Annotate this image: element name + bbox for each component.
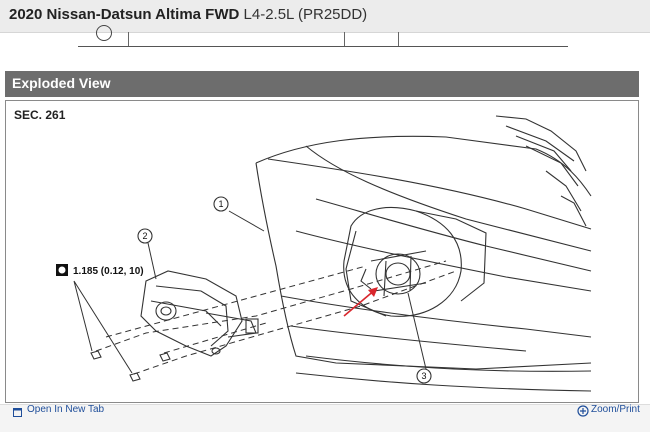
screw (90, 350, 102, 360)
torque-spec: 1.185 (0.12, 10) (73, 266, 144, 277)
callout-2-circle (137, 228, 153, 244)
callout-2: 2 (142, 231, 147, 241)
torque-leader (73, 280, 133, 374)
diagram-panel (5, 100, 639, 403)
callout-3: 3 (421, 371, 426, 381)
vehicle-heading: 2020 Nissan-Datsun Altima FWD L4-2.5L (P… (9, 6, 367, 23)
screw (129, 372, 141, 382)
fog-lamp-opening (343, 207, 462, 317)
table-divider (398, 32, 399, 46)
callout-1: 1 (218, 199, 223, 209)
callout-1-circle (213, 196, 229, 212)
exploded-view-diagram[interactable]: 1 2 3 1.185 (0.12, 10) (6, 101, 638, 402)
zoom-plus-icon[interactable] (577, 405, 589, 417)
leader-line-3 (407, 292, 427, 370)
zoom-print-link[interactable]: Zoom/Print (591, 404, 640, 415)
leader-line-1 (228, 210, 265, 232)
fog-lamp-bulb (375, 253, 421, 295)
footer-bar (0, 404, 650, 432)
screw (159, 352, 171, 362)
vehicle-title: 2020 Nissan-Datsun Altima FWD (9, 6, 240, 23)
partial-table-row (78, 25, 568, 47)
bumper-fascia (255, 135, 592, 197)
table-divider (128, 32, 129, 46)
section-header: Exploded View (5, 71, 639, 97)
leader-line-2 (147, 242, 157, 280)
partial-circle-icon (96, 25, 112, 41)
fog-lamp-housing (140, 270, 243, 357)
open-new-tab-icon[interactable] (13, 407, 23, 417)
callout-3-circle (416, 368, 432, 384)
engine-label: L4-2.5L (PR25DD) (243, 6, 368, 23)
section-title: Exploded View (12, 75, 111, 91)
red-indicator-arrow (343, 287, 378, 317)
section-code: SEC. 261 (14, 108, 66, 122)
table-divider (344, 32, 345, 46)
torque-wrench-icon (56, 264, 68, 276)
open-new-tab-link[interactable]: Open In New Tab (27, 404, 105, 415)
